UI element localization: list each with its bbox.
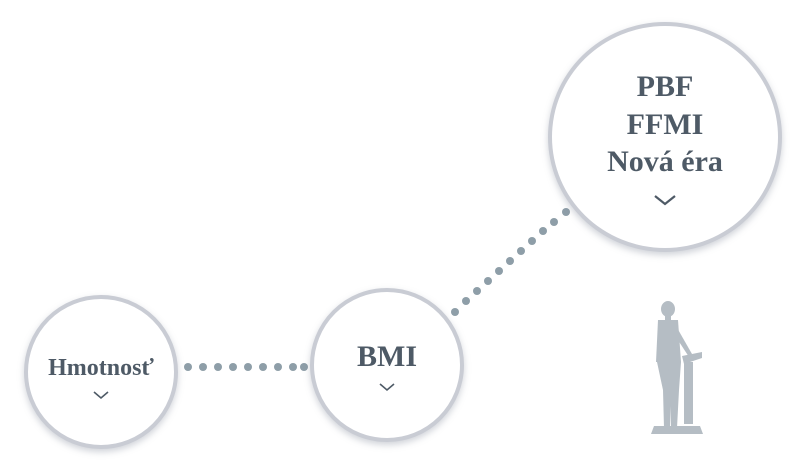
connector-dot xyxy=(184,363,192,371)
pbf-label: PBF xyxy=(636,70,694,104)
connector-dot xyxy=(199,363,207,371)
connector-dot xyxy=(495,267,503,275)
connector-dot xyxy=(451,308,459,316)
chevron-down-icon[interactable] xyxy=(93,391,109,400)
new-era-node[interactable]: PBF FFMI Nová éra xyxy=(548,22,782,252)
connector-dot xyxy=(289,363,297,371)
connector-dot xyxy=(528,237,536,245)
connector-dot xyxy=(462,297,470,305)
weight-node[interactable]: Hmotnosť xyxy=(24,295,178,449)
bmi-node[interactable]: BMI xyxy=(310,288,464,442)
weight-label: Hmotnosť xyxy=(48,355,154,382)
connector-dot xyxy=(562,208,570,216)
connector-dot xyxy=(259,363,267,371)
connector-dot xyxy=(300,363,308,371)
connector-dot xyxy=(539,227,547,235)
connector-dot xyxy=(517,247,525,255)
connector-dot xyxy=(550,218,558,226)
chevron-down-icon[interactable] xyxy=(654,194,676,206)
person-on-scale-icon xyxy=(651,301,703,434)
connector-dot xyxy=(244,363,252,371)
nova-era-label: Nová éra xyxy=(607,145,723,179)
connector-dot xyxy=(506,257,514,265)
connector-dot xyxy=(229,363,237,371)
bmi-label: BMI xyxy=(357,339,417,373)
connector-dot xyxy=(214,363,222,371)
connector-dot xyxy=(484,277,492,285)
connector-dot xyxy=(274,363,282,371)
new-era-label: PBF FFMI Nová éra xyxy=(607,68,723,181)
ffmi-label: FFMI xyxy=(626,107,704,141)
chevron-down-icon[interactable] xyxy=(379,382,395,392)
connector-dot xyxy=(473,287,481,295)
